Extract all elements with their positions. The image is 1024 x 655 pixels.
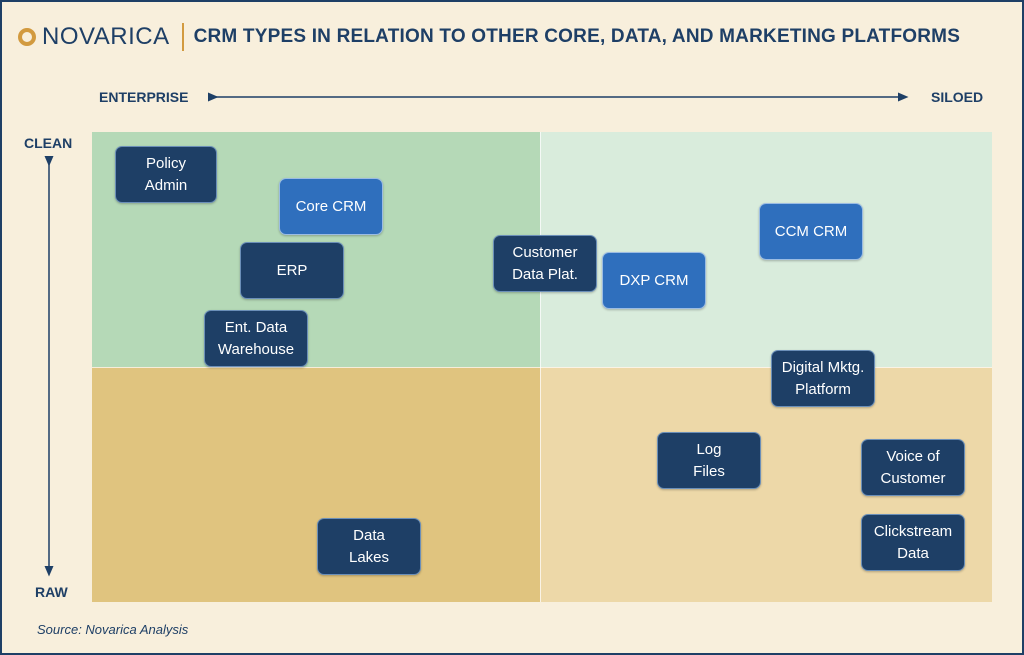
node-log-files: Log Files xyxy=(657,432,761,489)
node-erp: ERP xyxy=(240,242,344,299)
quadrant-divider-horizontal xyxy=(92,367,992,368)
node-customer-data-plat: Customer Data Plat. xyxy=(493,235,597,292)
node-policy-admin: Policy Admin xyxy=(115,146,217,203)
source-note: Source: Novarica Analysis xyxy=(37,622,189,637)
node-clickstream-data: Clickstream Data xyxy=(861,514,965,571)
node-digital-mktg-platform: Digital Mktg. Platform xyxy=(771,350,875,407)
quadrant-enterprise-raw xyxy=(92,367,540,602)
node-core-crm: Core CRM xyxy=(279,178,383,235)
axis-label-enterprise: ENTERPRISE xyxy=(99,89,189,105)
novarica-logo: NOVARICA xyxy=(18,23,170,51)
node-dxp-crm: DXP CRM xyxy=(602,252,706,309)
node-ent-data-warehouse: Ent. Data Warehouse xyxy=(204,310,308,367)
node-ccm-crm: CCM CRM xyxy=(759,203,863,260)
axis-label-siloed: SILOED xyxy=(931,89,984,105)
header: NOVARICA CRM TYPES IN RELATION TO OTHER … xyxy=(18,22,960,52)
logo-ring-icon xyxy=(18,28,36,46)
node-data-lakes: Data Lakes xyxy=(317,518,421,575)
logo-text: NOVARICA xyxy=(42,23,170,50)
axis-label-clean: CLEAN xyxy=(24,135,73,151)
axis-label-raw: RAW xyxy=(35,584,68,600)
page-title: CRM TYPES IN RELATION TO OTHER CORE, DAT… xyxy=(193,26,961,47)
node-voice-of-customer: Voice of Customer xyxy=(861,439,965,496)
header-divider xyxy=(181,23,184,51)
